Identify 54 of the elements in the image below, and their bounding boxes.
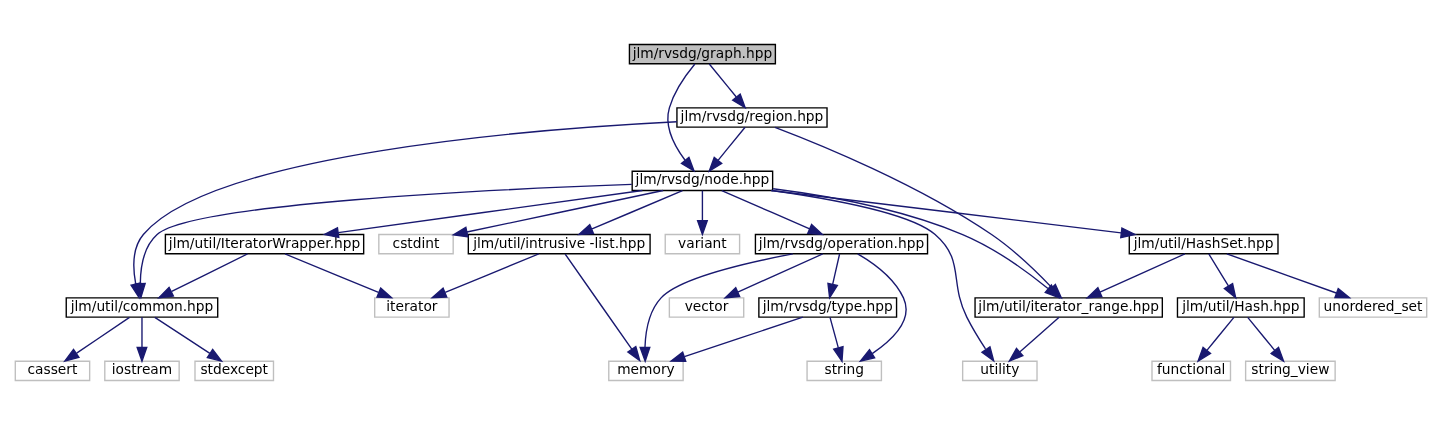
node-box: string_view	[1244, 360, 1336, 382]
arrow	[707, 126, 746, 173]
arrow	[1226, 253, 1352, 299]
arrow	[564, 253, 641, 363]
arrow	[721, 189, 825, 236]
arrow	[669, 316, 804, 362]
node-box: utility	[961, 360, 1038, 382]
node-box: string	[806, 360, 883, 382]
arrow	[770, 189, 1138, 239]
node-box: jlm/util/iterator_range.hpp	[974, 297, 1163, 318]
arrow	[696, 189, 709, 237]
arrow	[723, 253, 824, 299]
node-box: functional	[1151, 360, 1232, 382]
arrow	[639, 253, 794, 364]
arrow	[577, 189, 684, 236]
arrow	[63, 316, 131, 363]
arrow	[1007, 316, 1060, 363]
arrow	[136, 316, 148, 364]
arrow	[1085, 253, 1186, 299]
arrow	[154, 316, 224, 363]
node-box: jlm/rvsdg/type.hpp	[758, 297, 898, 318]
node-box: cstdint	[378, 233, 454, 255]
arrow	[771, 189, 995, 363]
node-box: jlm/util/IteratorWrapper.hpp	[164, 233, 365, 255]
arrow	[856, 253, 907, 363]
node-box: jlm/rvsdg/region.hpp	[676, 107, 828, 128]
node-box: vector	[668, 297, 745, 318]
arrow	[827, 253, 841, 300]
node-box: jlm/rvsdg/node.hpp	[631, 170, 774, 192]
arrow	[430, 253, 540, 299]
node-box: iostream	[104, 360, 180, 382]
arrow	[157, 253, 249, 299]
arrow	[1208, 253, 1237, 300]
node-box: jlm/rvsdg/graph.hpp	[628, 43, 777, 65]
arrow	[829, 316, 844, 364]
arrow	[708, 63, 747, 110]
node-box: cassert	[14, 360, 91, 382]
node-box: stdexcept	[194, 360, 275, 382]
node-box: variant	[664, 233, 741, 255]
arrow	[451, 189, 664, 238]
arrow	[134, 183, 633, 300]
node-box: jlm/util/Hash.hpp	[1176, 297, 1305, 318]
node-box: jlm/rvsdg/operation.hpp	[754, 233, 929, 255]
node-box: memory	[608, 360, 684, 382]
node-box: jlm/util/intrusive -list.hpp	[467, 233, 651, 255]
node-box: unordered_set	[1318, 297, 1428, 318]
arrow	[667, 63, 696, 173]
node-box: iterator	[374, 297, 450, 318]
arrow	[284, 253, 394, 299]
arrow	[1196, 316, 1235, 363]
arrow	[1247, 316, 1285, 363]
node-box: jlm/util/HashSet.hpp	[1128, 233, 1279, 255]
node-box: jlm/util/common.hpp	[65, 297, 219, 318]
arrow	[322, 189, 644, 239]
